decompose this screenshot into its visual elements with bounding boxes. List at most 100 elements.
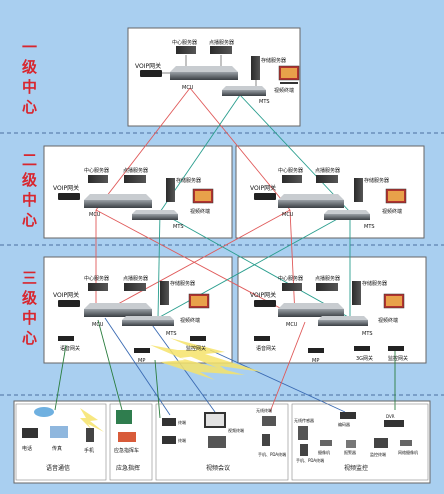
link-red-4 [95, 209, 291, 317]
l3l-mcu-label: MCU [92, 322, 104, 328]
l2l-voip-gw [58, 193, 80, 200]
l1-mcu-label: MCU [182, 85, 194, 91]
level-1-char-1: 一 [22, 38, 37, 56]
l3l-voip-gw-label: VOIP网关 [53, 291, 79, 299]
l3r-voip-gw-label: VOIP网关 [250, 291, 276, 299]
l3l-mcu [84, 309, 152, 317]
pda-icon [262, 434, 270, 446]
conf-pc-icon [208, 436, 226, 448]
l2r-video-terminal-screen [388, 191, 404, 201]
l2r-storage-server-label: 存储服务器 [364, 177, 389, 184]
group-video-mon [291, 403, 429, 481]
wireless-terminal-icon [262, 416, 276, 426]
monitor-terminal-icon [374, 438, 388, 448]
l2l-mts [132, 214, 178, 220]
link-teal-5 [157, 211, 161, 319]
l3l-media-server-label: 点播服务器 [123, 275, 148, 282]
l2r-center-server [282, 175, 302, 183]
level-2-char-4: 心 [22, 211, 37, 229]
encoder-icon [340, 412, 356, 419]
level-3-char-3: 中 [22, 309, 37, 327]
conf-terminal-1-label: 终端 [178, 419, 186, 425]
level-3-right-devices: 中心服务器 点播服务器 存储服务器 VOIP网关 MCU MTS 视频终端 语音… [250, 275, 408, 364]
ip-camera-icon [400, 440, 412, 446]
wireless-signals [80, 338, 262, 432]
dvr-label: DVR [386, 414, 395, 419]
l2l-media-server [124, 175, 146, 183]
level-1-char-4: 心 [22, 98, 37, 116]
conf-video-terminal-label: 视频终端 [228, 427, 244, 433]
group-voice [15, 403, 107, 481]
l2l-center-server [88, 175, 108, 183]
level-2-label: 二 级 中 心 [22, 151, 38, 229]
conf-terminal-1-icon [162, 418, 176, 426]
emergency-label: 应急指挥 [116, 464, 140, 472]
l2l-storage-server-label: 存储服务器 [176, 177, 201, 184]
l3l-storage-server-label: 存储服务器 [170, 280, 195, 287]
link-red-1 [95, 87, 191, 211]
l3l-video-terminal-label: 视频终端 [180, 317, 200, 324]
l2r-voip-gw-label: VOIP网关 [250, 184, 276, 192]
l3r-voice-gw-label: 语音网关 [256, 345, 276, 352]
l2r-mcu-label: MCU [282, 212, 294, 218]
l2r-storage-server [354, 178, 363, 202]
camera-icon [320, 440, 332, 446]
l3l-storage-server [160, 281, 169, 305]
level-1-char-2: 级 [22, 58, 38, 76]
fax-label: 传真 [52, 445, 62, 452]
mon-pda-icon [300, 444, 308, 456]
l3l-monitor-gw [190, 336, 206, 341]
emergency-terminal-label: 应急指挥车 [114, 447, 139, 454]
l3l-voip-gw [58, 300, 80, 307]
conf-screen-inner [206, 414, 224, 426]
conf-terminal-2-icon [162, 436, 176, 444]
pda-terminal-label: 手机、PDA终端 [258, 451, 286, 457]
l2l-mcu-label: MCU [89, 212, 101, 218]
level-1-label: 一 级 中 心 [22, 38, 38, 116]
l2r-mts-label: MTS [364, 224, 375, 230]
wireless-bolt-1 [150, 345, 245, 380]
smart-sensor-label: 无线传感器 [294, 417, 314, 423]
link-red-6 [289, 209, 296, 317]
l3r-monitor-gw-label: 监控网关 [388, 355, 408, 362]
link-green-voice [54, 344, 67, 411]
terminal-links [54, 317, 396, 419]
monitor-terminal-label: 监控终端 [370, 451, 386, 457]
l2r-media-server-label: 点播服务器 [315, 167, 340, 174]
level-3-char-2: 级 [22, 289, 38, 307]
l3l-monitor-gw-label: 监控网关 [186, 345, 206, 352]
l1-media-server [210, 46, 232, 54]
l2l-media-server-label: 点播服务器 [123, 167, 148, 174]
l3r-mcu [278, 309, 344, 317]
l1-storage-server-label: 存储服务器 [261, 57, 286, 64]
l3r-storage-server-label: 存储服务器 [362, 280, 387, 287]
group-emergency [109, 403, 153, 481]
l2r-mcu [278, 200, 344, 208]
level-2-char-2: 级 [22, 171, 38, 189]
level-3-char-1: 三 [22, 269, 37, 287]
l2l-video-terminal-label: 视频终端 [190, 208, 210, 215]
l3r-media-server [316, 283, 338, 291]
l1-video-terminal-screen [281, 68, 297, 78]
l2r-video-terminal-label: 视频终端 [382, 208, 402, 215]
link-red-3 [95, 209, 296, 317]
wireless-bolt-2 [170, 338, 262, 374]
l3l-video-terminal-screen [191, 296, 207, 306]
link-red-2 [189, 87, 291, 211]
l3r-mcu-label: MCU [286, 322, 298, 328]
l2l-mcu [84, 200, 152, 208]
l3l-voice-gw-label: 语音网关 [60, 345, 80, 352]
dvr-icon [384, 420, 404, 427]
l3r-voice-gw [254, 336, 270, 341]
level-3-left-devices: 中心服务器 点播服务器 存储服务器 VOIP网关 MCU MTS 视频终端 语音… [53, 275, 210, 364]
l3r-center-server [282, 283, 302, 291]
l2l-mcu-top [84, 194, 152, 200]
l1-video-terminal-label: 视频终端 [274, 87, 294, 94]
l3r-mts [318, 320, 368, 326]
l1-center-server-label: 中心服务器 [172, 39, 197, 46]
alarm-label: 报警器 [344, 449, 356, 455]
l1-mts-top [222, 86, 266, 90]
l3r-storage-server [352, 281, 361, 305]
l3l-mp [134, 348, 150, 353]
